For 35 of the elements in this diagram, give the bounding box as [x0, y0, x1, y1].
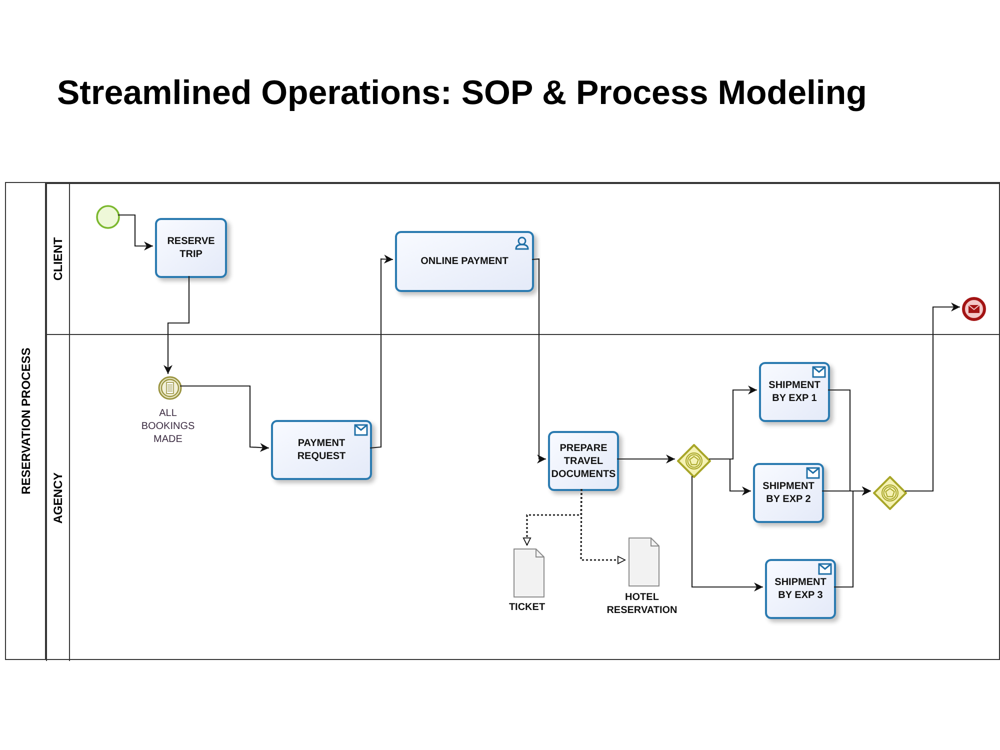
task-label: SHIPMENT BY EXP 1 [768, 379, 822, 405]
task-box [271, 420, 372, 480]
pool-label: RESERVATION PROCESS [18, 348, 34, 494]
event-caption: HOTEL RESERVATION [606, 591, 678, 617]
arrow [118, 214, 153, 250]
title: Streamlined Operations: SOP & Process Modeling [57, 73, 867, 114]
arrow [180, 385, 270, 452]
arrow [834, 486, 871, 588]
swimlane [46, 183, 1000, 334]
task-label: RESERVE TRIP [166, 235, 216, 261]
task-label: PAYMENT REQUEST [296, 437, 347, 463]
arrow [370, 254, 394, 449]
task-label: SHIPMENT BY EXP 2 [762, 480, 816, 506]
task-box [753, 463, 824, 523]
pool [5, 182, 1000, 660]
task-box [155, 218, 227, 278]
task-label: SHIPMENT BY EXP 3 [774, 576, 828, 602]
task-box [759, 362, 830, 422]
arrow [532, 258, 546, 464]
task-box [395, 231, 534, 292]
task-label: ONLINE PAYMENT [420, 255, 508, 268]
event-caption: ALL BOOKINGS MADE [140, 407, 196, 446]
task-label: PREPARE TRAVEL DOCUMENTS [551, 442, 616, 480]
lane-label: CLIENT [50, 237, 66, 281]
arrow [691, 476, 763, 592]
arrow [905, 302, 960, 492]
arrow [709, 458, 751, 496]
swimlane [46, 334, 1000, 661]
task-box [548, 431, 619, 491]
task-box [765, 559, 836, 619]
arrow [617, 454, 675, 464]
dotted-arrow [580, 489, 626, 564]
lane-label: AGENCY [50, 472, 66, 524]
arrow [164, 276, 190, 374]
event-caption: TICKET [508, 601, 546, 614]
